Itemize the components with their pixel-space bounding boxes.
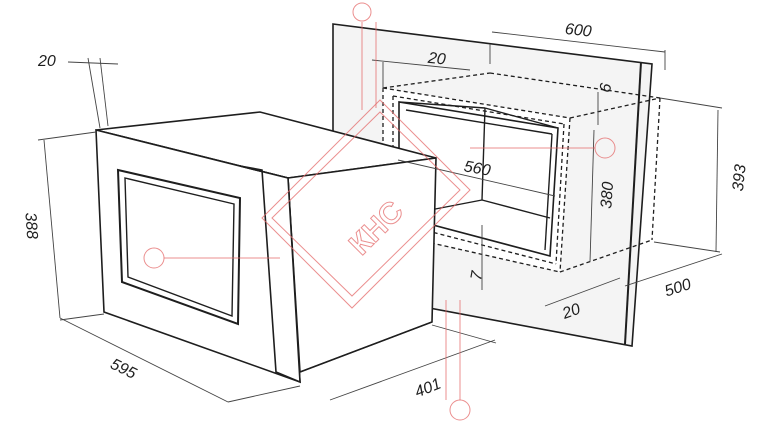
dim-niche-side-gap: 20 xyxy=(559,301,583,323)
dim-oven-depth: 401 xyxy=(413,376,444,402)
dim-oven-frame-thickness: 20 xyxy=(37,53,56,70)
dim-oven-height: 388 xyxy=(21,212,40,240)
dim-depth-offset: 6 xyxy=(597,82,615,94)
oven-door-window-inner xyxy=(124,177,235,318)
dim-niche-total-height: 393 xyxy=(730,164,750,192)
watermark-ring-top xyxy=(352,2,372,22)
dim-oven-width: 595 xyxy=(107,356,139,383)
oven-door-window xyxy=(116,168,242,326)
watermark-ring-bottom xyxy=(449,399,471,421)
oven-frame-strip xyxy=(239,165,301,384)
dimension-lines xyxy=(37,31,723,403)
dim-niche-inner-height: 380 xyxy=(598,181,617,209)
oven xyxy=(95,111,437,384)
dim-panel-thickness-top: 20 xyxy=(426,50,447,69)
dim-niche-width: 600 xyxy=(564,21,592,41)
oven-side xyxy=(287,157,437,374)
dim-niche-inner-width: 560 xyxy=(463,158,492,179)
dim-niche-depth: 500 xyxy=(663,276,694,300)
cabinet-wall-edge xyxy=(624,61,642,345)
